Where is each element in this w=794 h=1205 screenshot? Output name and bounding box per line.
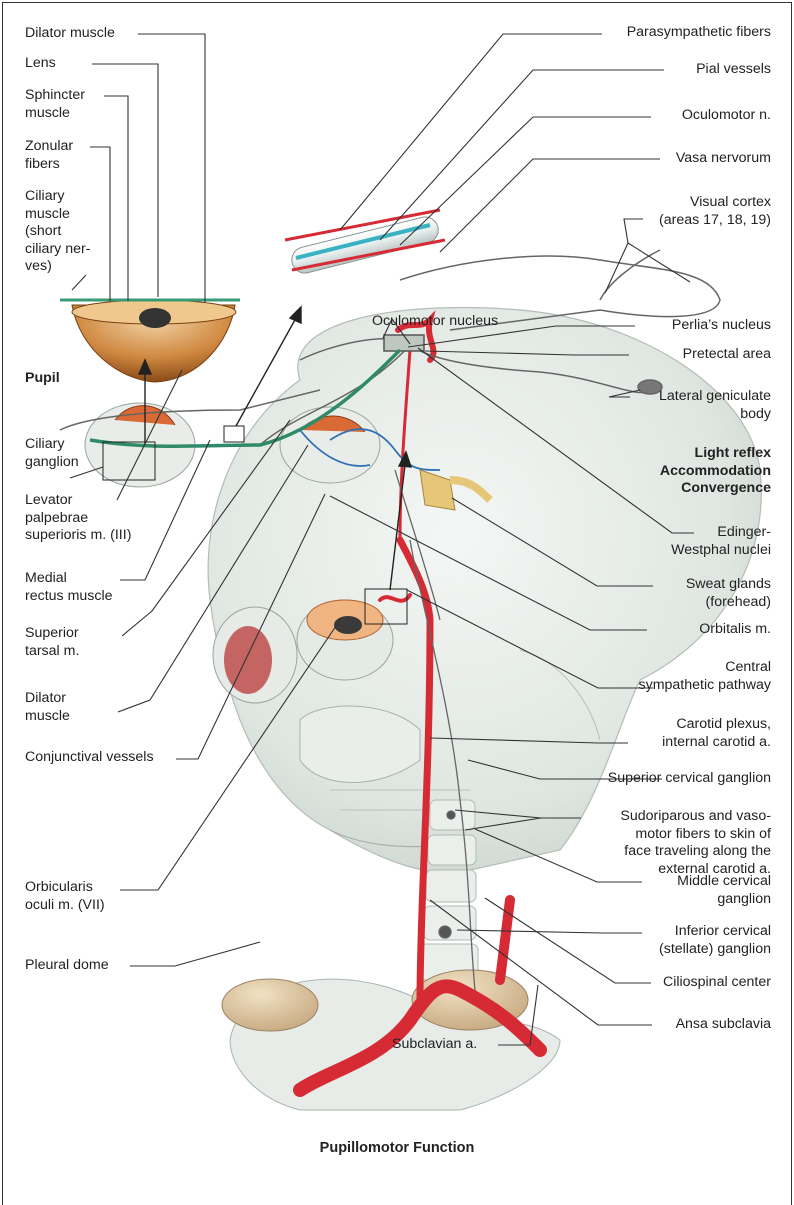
label-sweat-glands: Sweat glands (forehead)	[686, 576, 771, 611]
label-lateral-geniculate: Lateral geniculate body	[659, 388, 771, 423]
label-carotid-plexus: Carotid plexus, internal carotid a.	[662, 716, 771, 751]
label-subclavian: Subclavian a.	[392, 1036, 477, 1054]
label-middle-cervical: Middle cervical ganglion	[677, 873, 771, 908]
label-vasa-nervorum: Vasa nervorum	[676, 150, 771, 168]
label-pupil: Pupil	[25, 370, 60, 388]
label-superior-tarsal: Superior tarsal m.	[25, 625, 79, 660]
label-pleural-dome: Pleural dome	[25, 957, 109, 975]
label-conjunctival-vessels: Conjunctival vessels	[25, 749, 154, 767]
label-lens: Lens	[25, 55, 56, 73]
label-oculomotor-nucleus: Oculomotor nucleus	[372, 313, 498, 331]
label-reflex-heading: Light reflex Accommodation Convergence	[660, 445, 771, 498]
label-orbitalis: Orbitalis m.	[699, 621, 771, 639]
label-parasympathetic-fibers: Parasympathetic fibers	[627, 24, 771, 42]
label-oculomotor-n: Oculomotor n.	[682, 107, 771, 125]
label-medial-rectus: Medial rectus muscle	[25, 570, 113, 605]
label-pial-vessels: Pial vessels	[696, 61, 771, 79]
label-zonular-fibers: Zonular fibers	[25, 138, 73, 173]
nerve-cylinder	[285, 210, 445, 276]
label-levator: Levator palpebrae superioris m. (III)	[25, 492, 131, 545]
label-dilator-muscle-bottom: Dilator muscle	[25, 690, 70, 725]
label-orbicularis-oculi: Orbicularis oculi m. (VII)	[25, 879, 105, 914]
label-ciliary-muscle: Ciliary muscle (short ciliary ner- ves)	[25, 188, 90, 276]
label-perlias-nucleus: Perlia’s nucleus	[672, 317, 771, 335]
label-edinger-westphal: Edinger- Westphal nuclei	[671, 524, 771, 559]
label-inferior-cervical: Inferior cervical (stellate) ganglion	[659, 923, 771, 958]
label-central-sympathetic: Central sympathetic pathway	[639, 659, 771, 694]
label-superior-cervical: Superior cervical ganglion	[608, 770, 771, 788]
label-sudoriparous: Sudoriparous and vaso- motor fibers to s…	[620, 808, 771, 878]
label-dilator-muscle-top: Dilator muscle	[25, 25, 115, 43]
label-sphincter-muscle: Sphincter muscle	[25, 87, 85, 122]
figure-caption: Pupillomotor Function	[0, 1140, 794, 1156]
label-ansa-subclavia: Ansa subclavia	[676, 1016, 771, 1034]
label-ciliary-ganglion: Ciliary ganglion	[25, 436, 79, 471]
label-ciliospinal: Ciliospinal center	[663, 974, 771, 992]
label-visual-cortex: Visual cortex (areas 17, 18, 19)	[659, 194, 771, 229]
label-pretectal-area: Pretectal area	[683, 346, 771, 364]
